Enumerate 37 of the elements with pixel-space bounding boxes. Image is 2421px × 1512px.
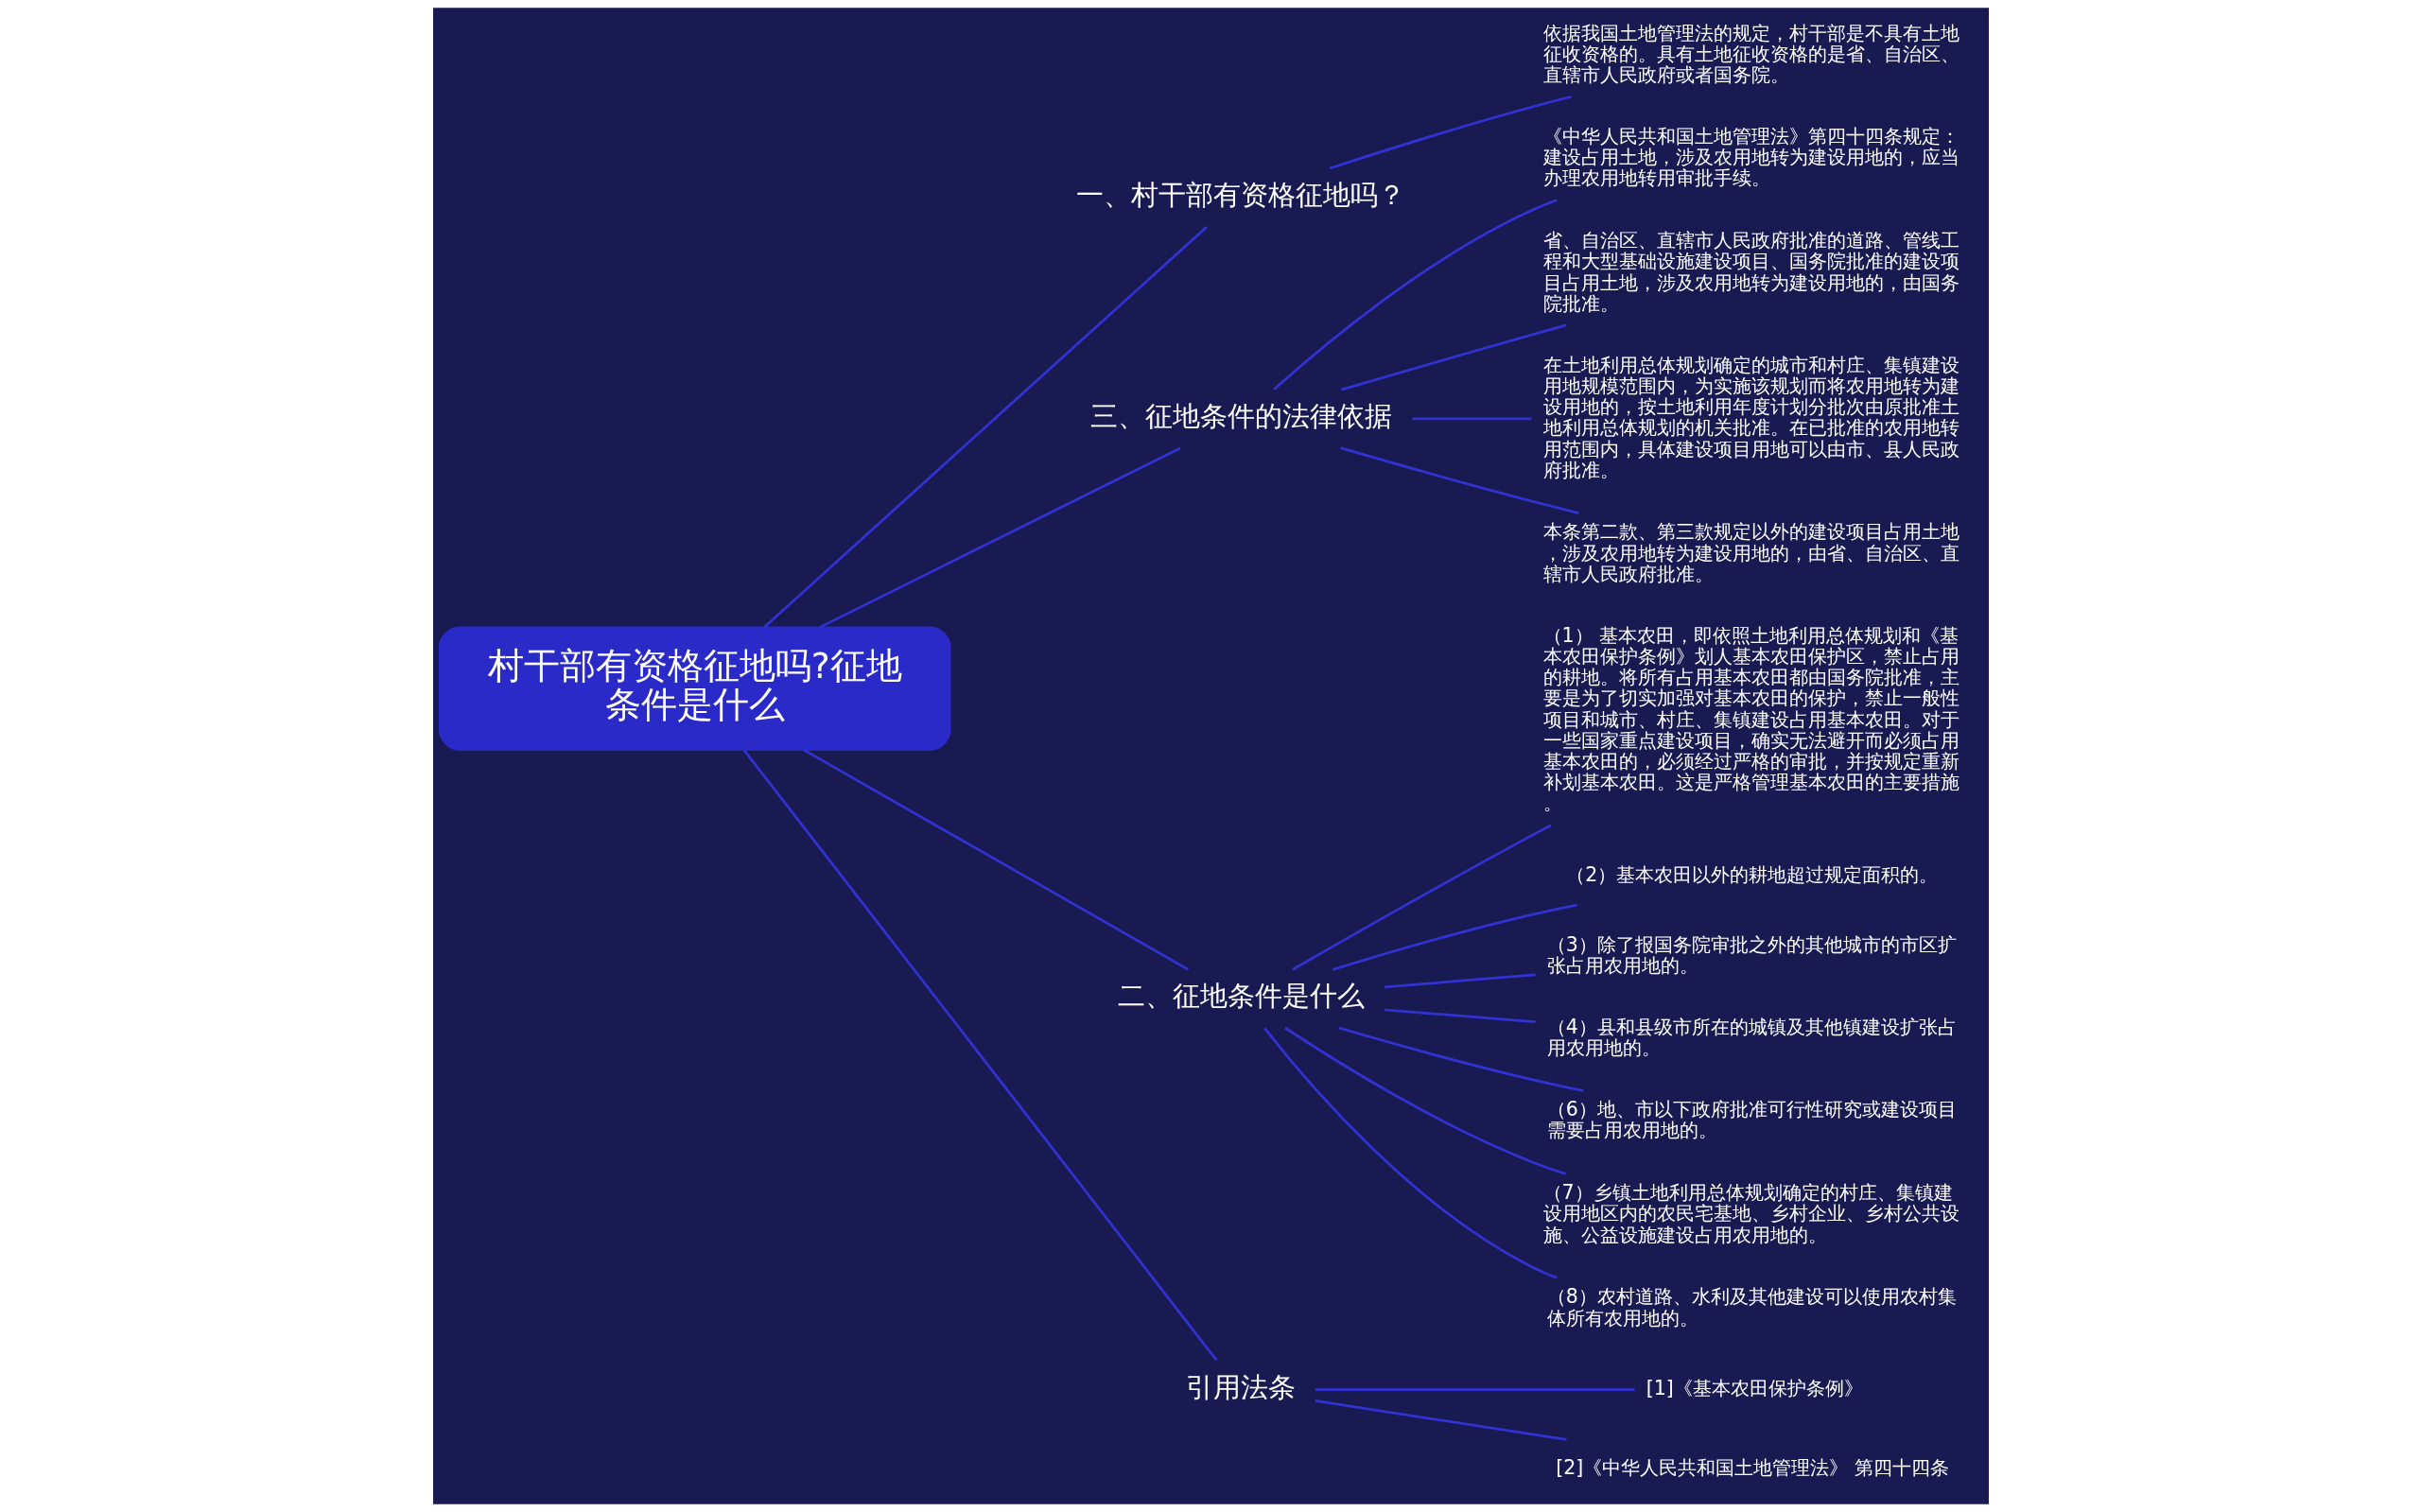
node-text: （1） 基本农田，即依照土地利用总体规划和《基本农田保护条例》划人基本农田保护区，禁止占用的耕地。将所有占用基本农田都由国务院批准，主要是为了切实加强对基本农田的保护，禁止一般性项目和城市、村庄、集镇建设占用基本农田。对于一些国家重点建设项目，确实无法避开而必须占用基本农田的，必须经过严格的审批，并按规定重新补划基本农田。这是严格管理基本农田的主要措施。 (1542, 623, 1959, 815)
connector (1339, 446, 1579, 514)
connector (1384, 973, 1536, 989)
node-text: （8）农村道路、水利及其他建设可以使用农村集体所有农用地的。 (1546, 1285, 1957, 1330)
connector (742, 749, 1218, 1362)
node-text: （2）基本农田以外的耕地超过规定面积的。 (1565, 862, 1938, 886)
node-box: 村干部有资格征地吗?征地条件是什么 (438, 626, 950, 751)
connector (1291, 824, 1552, 971)
node-text: 依据我国土地管理法的规定，村干部是不具有土地征收资格的。具有土地征收资格的是省、自治区、直辖市人民政府或者国务院。 (1542, 21, 1959, 87)
connector (803, 749, 1189, 971)
node-text: 三、征地条件的法律依据 (1089, 399, 1392, 432)
node-text: 省、自治区、直辖市人民政府批准的道路、管线工程和大型基础设施建设项目、国务院批准的建设项目占用土地，涉及农用地转为建设用地的，由国务院批准。 (1542, 229, 1959, 315)
node-text: （3）除了报国务院审批之外的其他城市的市区扩张占用农用地的。 (1546, 932, 1957, 978)
connector (1315, 1399, 1567, 1441)
connector (1283, 1026, 1566, 1175)
connector (1337, 1026, 1584, 1092)
connector (1412, 417, 1531, 421)
node-text: 引用法条 (1185, 1370, 1296, 1403)
connector (1332, 903, 1576, 971)
connector (763, 226, 1208, 628)
connector (1263, 1027, 1558, 1279)
node-text: 一、村干部有资格征地吗？ (1075, 178, 1405, 211)
node-text: 本条第二款、第三款规定以外的建设项目占用土地，涉及农用地转为建设用地的，由省、自治区、直辖市人民政府批准。 (1542, 520, 1959, 585)
node-text: 《中华人民共和国土地管理法》第四十四条规定：建设占用土地，涉及农用地转为建设用地的，应当办理农用地转用审批手续。 (1542, 124, 1959, 190)
node-text: [2]《中华人民共和国土地管理法》 第四十四条 (1555, 1455, 1949, 1479)
node-text: 二、征地条件是什么 (1117, 980, 1365, 1013)
connector (819, 446, 1181, 629)
node-text: [1]《基本农田保护条例》 (1646, 1376, 1863, 1399)
node-text: （6）地、市以下政府批准可行性研究或建设项目需要占用农用地的。 (1546, 1098, 1957, 1142)
node-text: （7）乡镇土地利用总体规划确定的村庄、集镇建设用地区内的农民宅基地、乡村企业、乡村公共设施、公益设施建设占用农用地的。 (1542, 1181, 1959, 1246)
connector (1340, 323, 1566, 391)
connector (1329, 95, 1572, 170)
connector (1384, 1008, 1536, 1023)
node-text: （4）县和县级市所在的城镇及其他镇建设扩张占用农用地的。 (1546, 1016, 1957, 1060)
connector (1315, 1388, 1635, 1391)
connector (1272, 199, 1558, 391)
node-text: 在土地利用总体规划确定的城市和村庄、集镇建设用地规模范围内，为实施该规划而将农用地转为建设用地的，按土地利用年度计划分批次由原批准土地利用总体规划的机关批准。在已批准的农用地转用范围内，具体建设项目用地可以由市、县人民政府批准。 (1542, 353, 1959, 481)
